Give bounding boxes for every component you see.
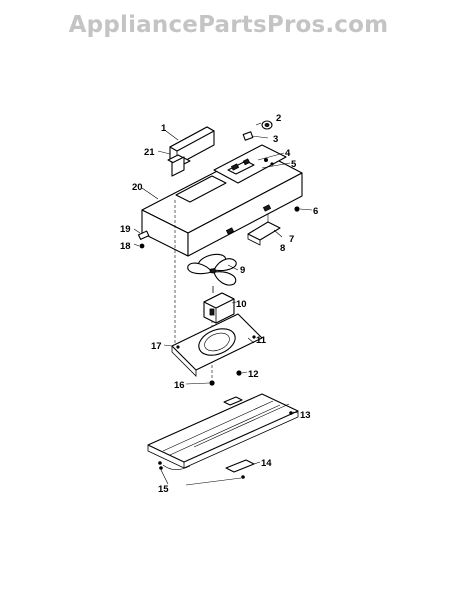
- part-21-bracket: [171, 156, 185, 177]
- part-15-screws: [159, 466, 245, 486]
- watermark-text: AppliancePartsPros.com: [68, 12, 389, 38]
- callout-3: 3: [273, 134, 278, 145]
- part-11-mounting-plate: [171, 313, 263, 377]
- callout-11: 11: [256, 335, 267, 346]
- callout-6: 6: [313, 206, 318, 217]
- part-16-screw: [185, 380, 215, 386]
- part-8-bracket: [247, 214, 281, 246]
- part-18-screw: [139, 243, 145, 249]
- part-6-screw: [294, 206, 313, 212]
- callout-16: 16: [174, 380, 185, 391]
- part-13-bottom-plate: [147, 393, 299, 470]
- part-10-motor: [203, 286, 235, 324]
- part-12-screw: [236, 370, 242, 376]
- callout-10: 10: [236, 299, 247, 310]
- callout-13: 13: [300, 410, 311, 421]
- part-2-knob: [255, 120, 273, 130]
- callout-1: 1: [161, 123, 167, 134]
- callout-15: 15: [158, 484, 169, 495]
- part-9-fan-blade: [187, 253, 237, 286]
- callout-9: 9: [240, 265, 245, 276]
- callout-19: 19: [120, 224, 131, 235]
- callout-5: 5: [291, 159, 297, 170]
- callout-21: 21: [144, 147, 155, 158]
- callout-17: 17: [151, 341, 162, 352]
- callout-4: 4: [285, 148, 291, 159]
- callout-14: 14: [261, 458, 272, 469]
- part-1-cover: [167, 126, 215, 167]
- part-3-switch: [242, 131, 269, 141]
- callout-18: 18: [120, 241, 131, 252]
- callout-12: 12: [248, 369, 259, 380]
- callout-7: 7: [289, 234, 294, 245]
- callout-2: 2: [276, 113, 281, 124]
- part-20-housing: [141, 144, 303, 257]
- part-19-clip: [137, 230, 150, 240]
- callout-20: 20: [132, 182, 143, 193]
- callout-8: 8: [280, 243, 285, 254]
- part-4-part-5-leaders: [257, 152, 291, 169]
- part-14-clip: [225, 459, 255, 473]
- callouts: 1 2 3 4 5 6 7 8 9 10 11 12 13 14 15 16 1…: [120, 113, 318, 495]
- leader-lines: [133, 130, 299, 465]
